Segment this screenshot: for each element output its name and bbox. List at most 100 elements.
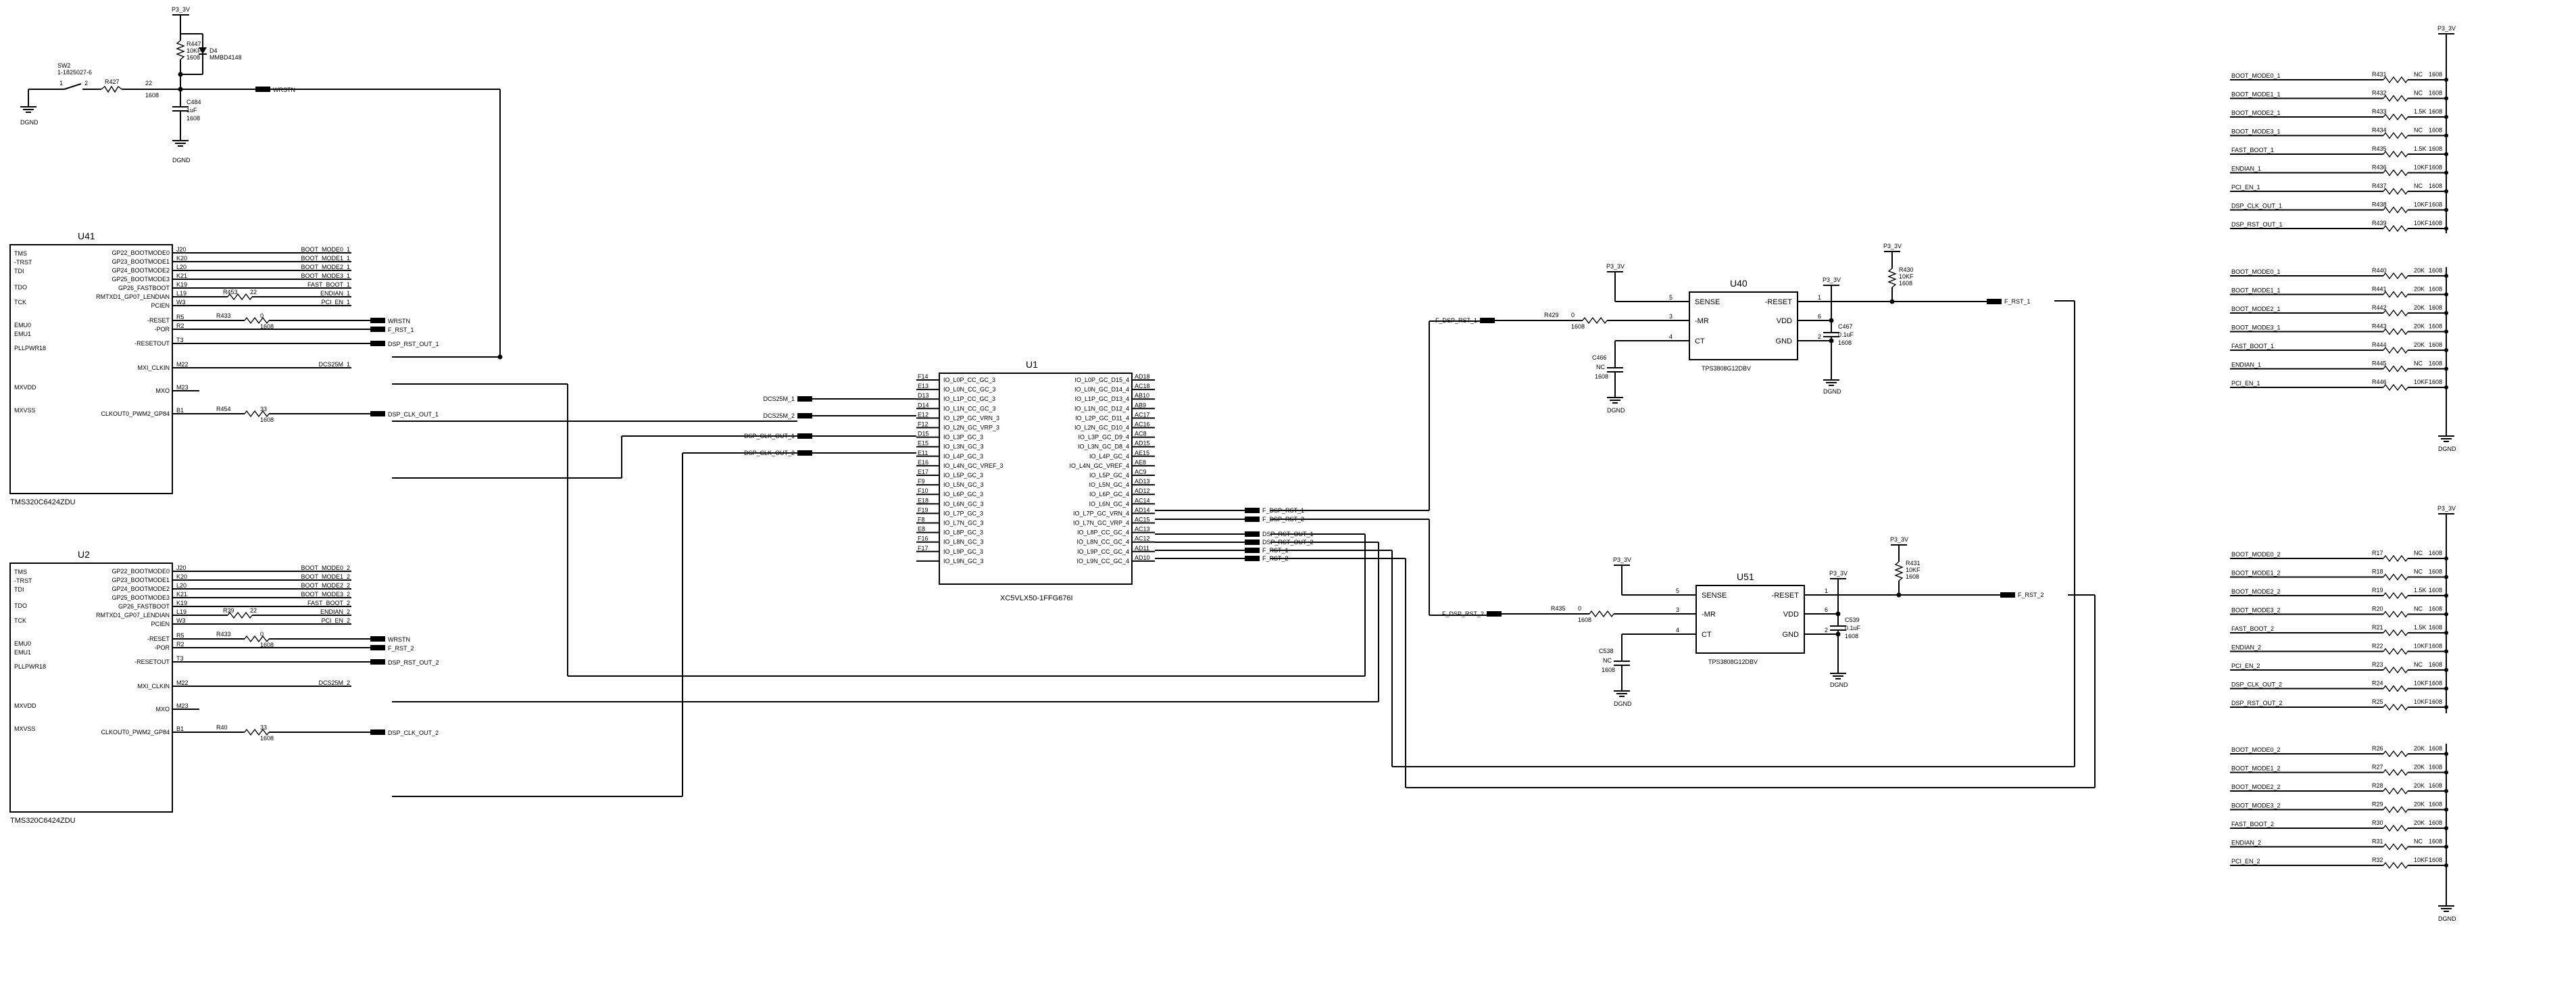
fpga-right-ball: AC14 bbox=[1135, 497, 1150, 504]
junction bbox=[2444, 274, 2448, 278]
bank-net-label: DSP_CLK_OUT_2 bbox=[2231, 681, 2282, 688]
dsp-left-pin: EMU0 bbox=[14, 640, 31, 647]
power-label: P3_3V bbox=[1890, 536, 1908, 543]
dgnd-label: DGND bbox=[1830, 681, 1848, 688]
bank-res-val: 20K bbox=[2414, 819, 2425, 826]
fpga-right-pin: IO_L2N_GC_D10_4 bbox=[1074, 425, 1129, 431]
dsp-left-pin: PLLPWR18 bbox=[14, 345, 46, 352]
dsp-right-pin: -RESET bbox=[147, 317, 170, 324]
fpga-left-ball: F16 bbox=[918, 535, 928, 542]
dsp-right-pin: CLKOUT0_PWM2_GP84 bbox=[101, 729, 170, 736]
sw2-pin2: 2 bbox=[84, 80, 88, 87]
net-flag bbox=[2000, 592, 2015, 598]
c-vdd-ref: C467 bbox=[1838, 323, 1853, 330]
bank-res-pkg: 1608 bbox=[2429, 341, 2442, 348]
bank-res-ref: R440 bbox=[2372, 267, 2387, 274]
dgnd-label: DGND bbox=[2438, 915, 2456, 922]
bank-res-ref: R25 bbox=[2372, 698, 2383, 705]
dsp-u41: U41TMS320C6424ZDUTMS-TRSTTDITDOTCKEMU0EM… bbox=[9, 231, 439, 506]
bank-res-pkg: 1608 bbox=[2429, 782, 2442, 789]
bank-res-val: NC bbox=[2414, 661, 2423, 668]
junction bbox=[1835, 631, 1841, 637]
bank-net-label: BOOT_MODE0_2 bbox=[2231, 551, 2281, 558]
resistor-symbol bbox=[244, 728, 270, 736]
bank-res-val: 10KF bbox=[2414, 220, 2429, 226]
fpga-right-ball: AD14 bbox=[1135, 506, 1150, 513]
junction bbox=[2444, 78, 2448, 82]
wrstn-flag-label: WRSTN bbox=[388, 636, 410, 643]
fpga-left-pin: IO_L2N_GC_VRP_3 bbox=[943, 425, 999, 431]
bank-res-ref: R444 bbox=[2372, 341, 2387, 348]
rstout-flag-label: DSP_RST_OUT_2 bbox=[388, 659, 439, 666]
c-ct-val: NC bbox=[1596, 364, 1605, 370]
bank-res-val: 20K bbox=[2414, 782, 2425, 789]
bank-res-pkg: 1608 bbox=[2429, 550, 2442, 556]
dsp-right-pin: GP24_BOOTMODE2 bbox=[112, 585, 170, 592]
fpga-right-pin: IO_L9P_CC_GC_4 bbox=[1077, 548, 1129, 555]
fpga-left-ball: D15 bbox=[918, 431, 929, 437]
bank-res-ref: R24 bbox=[2372, 680, 2383, 687]
junction bbox=[2444, 863, 2448, 867]
r-in-val: 0 bbox=[1571, 312, 1575, 318]
junction bbox=[2444, 826, 2448, 830]
dsp-ball: J20 bbox=[176, 565, 187, 571]
resistor-symbol bbox=[227, 611, 253, 619]
fpga-right-ball: AC8 bbox=[1135, 431, 1147, 437]
dsp-body bbox=[9, 244, 173, 494]
dsp-left-pin: PLLPWR18 bbox=[14, 663, 46, 670]
pin-number: 3 bbox=[1676, 606, 1679, 613]
boot-net-label: FAST_BOOT_2 bbox=[307, 600, 350, 606]
fpga-left-pin: IO_L9N_GC_3 bbox=[943, 558, 984, 565]
dsp-ball: R5 bbox=[176, 632, 184, 639]
dgnd-label: DGND bbox=[20, 119, 39, 126]
c-ct-pkg: 1608 bbox=[1595, 373, 1608, 380]
bank-res-val: NC bbox=[2414, 90, 2423, 97]
junction bbox=[2444, 649, 2448, 654]
dsp-right-pin: MXO bbox=[155, 387, 170, 394]
resistor-symbol bbox=[1887, 268, 1897, 288]
bank-net-label: BOOT_MODE0_1 bbox=[2231, 72, 2281, 79]
power-label: P3_3V bbox=[1823, 277, 1841, 283]
resistor-symbol bbox=[2383, 861, 2408, 869]
c-ct-val: NC bbox=[1603, 657, 1612, 664]
bank-res-ref: R31 bbox=[2372, 838, 2383, 845]
fpga-left-ball: E8 bbox=[918, 526, 925, 533]
dsp-left-pin: TCK bbox=[14, 299, 26, 306]
bank-net-label: BOOT_MODE2_1 bbox=[2231, 110, 2281, 116]
bank-res-pkg: 1608 bbox=[2429, 145, 2442, 152]
supervisor-body bbox=[1695, 585, 1805, 654]
supervisor-ref: U40 bbox=[1730, 278, 1748, 289]
dsp-ball: K20 bbox=[176, 573, 187, 580]
r-clk-val: 33 bbox=[260, 406, 267, 412]
net-flag bbox=[370, 327, 385, 332]
fpga-right-pin: IO_L7P_GC_VRN_4 bbox=[1073, 510, 1129, 517]
junction bbox=[2444, 96, 2448, 101]
supervisor-left-pin: CT bbox=[1695, 337, 1705, 345]
supervisor-left-pin: SENSE bbox=[1695, 298, 1720, 306]
power-label: P3_3V bbox=[1613, 556, 1631, 563]
fpga-right-pin: IO_L4N_GC_VREF_4 bbox=[1069, 462, 1129, 469]
bank-res-pkg: 1608 bbox=[2429, 323, 2442, 330]
fpga-left-pin: IO_L3N_GC_3 bbox=[943, 444, 984, 450]
dsp-ball: R2 bbox=[176, 641, 184, 648]
power-label: P3_3V bbox=[172, 6, 190, 13]
junction bbox=[1829, 338, 1834, 343]
r427-pkg: 1608 bbox=[145, 92, 159, 99]
dsp-right-pin: MXI_CLKIN bbox=[137, 364, 170, 371]
dsp-left-pin: TDI bbox=[14, 586, 24, 593]
bank-res-ref: R23 bbox=[2372, 661, 2383, 668]
c-vdd-pkg: 1608 bbox=[1845, 633, 1858, 640]
fpga-left-ball: E13 bbox=[918, 383, 928, 389]
sw2-ref: SW2 bbox=[57, 62, 71, 69]
fpga-right-ball: AC18 bbox=[1135, 383, 1150, 389]
dsp-ball: W3 bbox=[176, 299, 186, 306]
resistor-symbol bbox=[2383, 346, 2408, 354]
resistor-symbol bbox=[2383, 187, 2408, 195]
supervisor-part: TPS3808G12DBV bbox=[1708, 658, 1758, 665]
d4-ref: D4 bbox=[209, 47, 218, 54]
r447-ref: R447 bbox=[187, 41, 201, 47]
net-flag bbox=[1480, 318, 1495, 323]
dsp-ball: R2 bbox=[176, 322, 184, 329]
